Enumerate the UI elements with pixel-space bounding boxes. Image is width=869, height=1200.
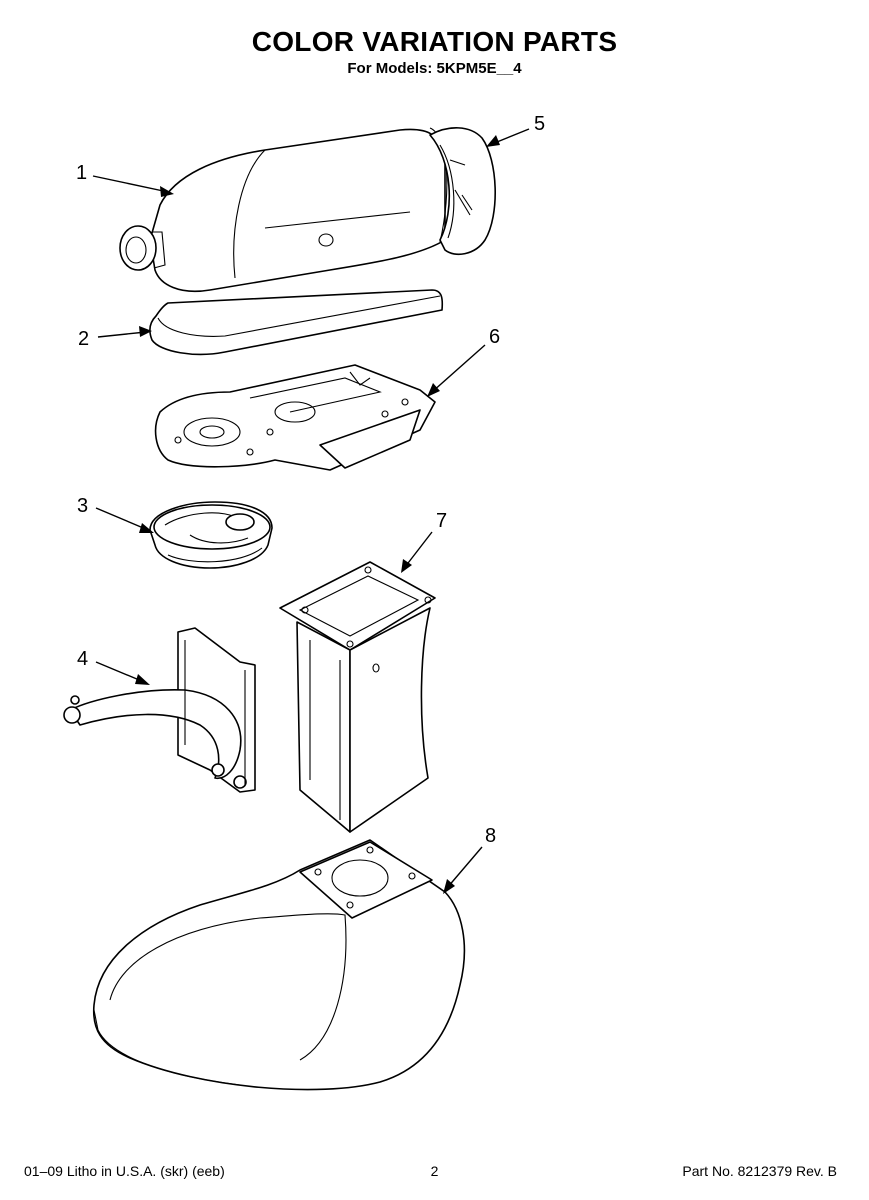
callout-1: 1: [76, 162, 87, 184]
callout-2: 2: [78, 328, 89, 350]
bowl-support-arm: [63, 627, 256, 793]
base-plate: [92, 839, 466, 1091]
pedestal: [279, 561, 436, 833]
rear-end-cover: [429, 127, 496, 256]
callout-8: 8: [485, 825, 496, 847]
models-subtitle: For Models: 5KPM5E__4: [347, 60, 522, 77]
page-title: COLOR VARIATION PARTS: [251, 26, 618, 57]
footer-page-number: 2: [430, 1163, 439, 1179]
callout-3: 3: [77, 495, 88, 517]
callout-7: 7: [436, 510, 447, 532]
footer-print-info: 01–09 Litho in U.S.A. (skr) (eeb): [24, 1163, 225, 1179]
callout-5: 5: [534, 113, 545, 135]
callout-4: 4: [77, 648, 88, 670]
motor-housing: [119, 127, 448, 293]
housing-band: [149, 289, 444, 356]
gear-case-base: [154, 364, 436, 471]
callout-leaders: [92, 128, 530, 894]
callout-6: 6: [489, 326, 500, 348]
planetary-cover: [149, 501, 273, 569]
footer-part-number: Part No. 8212379 Rev. B: [682, 1163, 837, 1179]
